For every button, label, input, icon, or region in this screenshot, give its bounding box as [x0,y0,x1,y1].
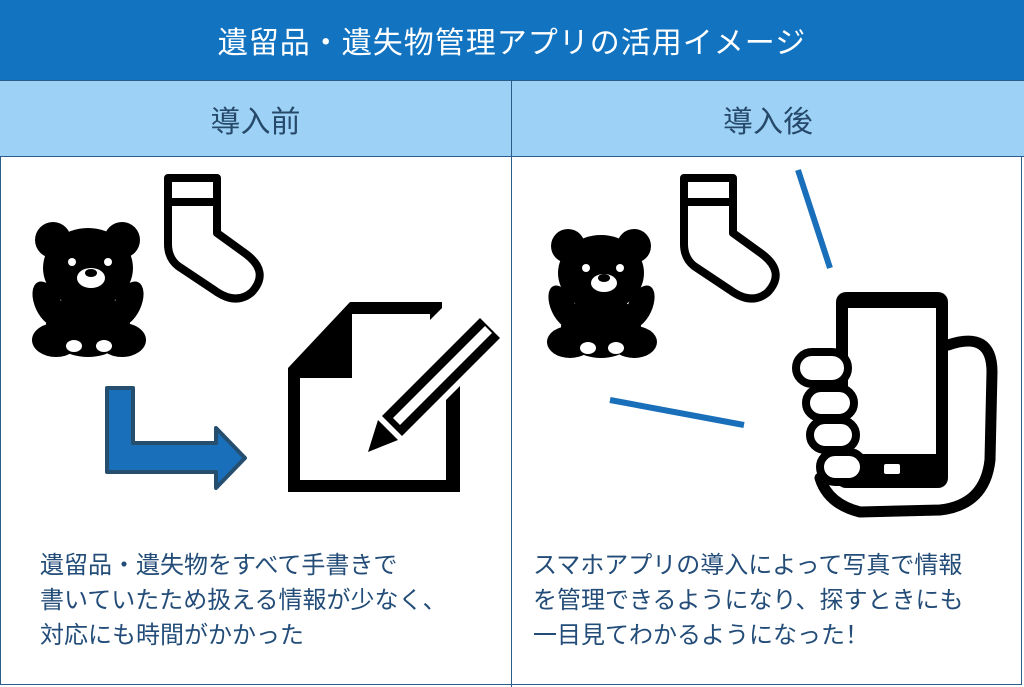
column-divider [511,80,512,687]
after-description: スマホアプリの導入によって写真で情報 を管理できるようになり、探すときにも 一目… [533,551,964,649]
before-header: 導入前 [0,80,511,157]
teddy-bear-icon [32,222,146,357]
diagram-title: 遺留品・遺失物管理アプリの活用イメージ [0,0,1024,80]
sock-icon [164,174,264,303]
smartphone-hand-icon [792,292,998,518]
accent-line [609,397,745,428]
document-pencil-icon [288,302,500,492]
before-description: 遺留品・遺失物をすべて手書きで 書いていたため扱える情報が少なく、 対応にも時間… [40,551,447,649]
sock-icon [680,174,780,303]
after-header: 導入後 [511,80,1024,157]
arrow-icon [105,386,247,490]
accent-line [795,169,833,269]
teddy-bear-icon [547,229,657,358]
